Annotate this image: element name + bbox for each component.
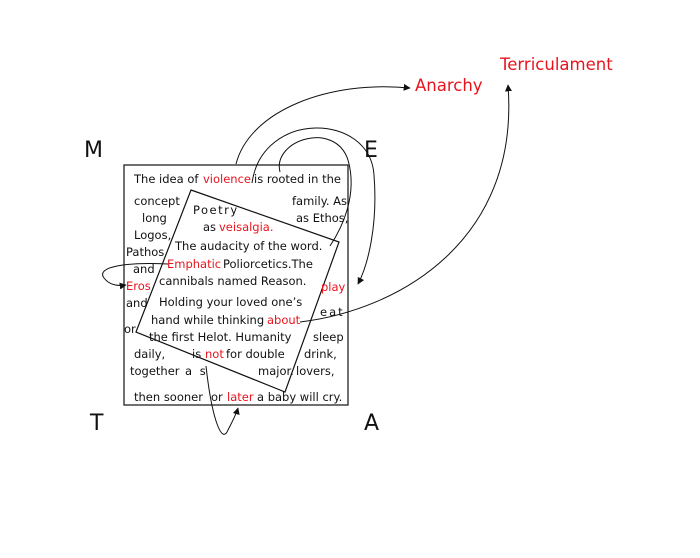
word: as bbox=[203, 220, 217, 234]
word: The audacity of the word. bbox=[175, 239, 323, 253]
word: Poliorcetics.The bbox=[223, 257, 313, 271]
word: The idea of bbox=[134, 172, 199, 186]
word: cannibals named Reason. bbox=[159, 274, 307, 288]
word-highlight: Eros bbox=[126, 279, 151, 293]
word: lovers, bbox=[296, 364, 335, 378]
word: major. bbox=[258, 364, 294, 378]
word: family. As bbox=[292, 194, 348, 208]
word: as Ethos, bbox=[296, 211, 349, 225]
word: is bbox=[192, 347, 202, 361]
corner-letter-m: M bbox=[84, 138, 103, 163]
corner-letter-a: A bbox=[364, 411, 380, 436]
arrow-emphatic-to-eros bbox=[102, 263, 169, 290]
label-anarchy: Anarchy bbox=[415, 76, 483, 95]
word: eat bbox=[320, 305, 345, 319]
word: sleep bbox=[313, 330, 344, 344]
word: the first Helot. Humanity bbox=[149, 330, 292, 344]
word: Logos, bbox=[134, 228, 172, 242]
word: Holding your loved one’s bbox=[159, 295, 303, 309]
curve-rooted-loop bbox=[278, 137, 352, 247]
word-highlight: Emphatic bbox=[167, 257, 222, 271]
corner-letter-e: E bbox=[364, 138, 378, 163]
word: together bbox=[130, 364, 180, 378]
word: a baby will cry. bbox=[257, 390, 343, 404]
word-highlight: violence bbox=[203, 172, 251, 186]
word: Pathos bbox=[126, 245, 165, 259]
word: or bbox=[211, 390, 223, 404]
word: Poetry bbox=[193, 203, 239, 217]
word-highlight: about bbox=[267, 313, 301, 327]
word: is rooted in the bbox=[254, 172, 341, 186]
word: a s bbox=[185, 364, 208, 378]
arrow-about-to-terriculament bbox=[299, 84, 512, 323]
word: drink, bbox=[304, 347, 337, 361]
word-highlight: veisalgia. bbox=[219, 220, 274, 234]
arrow-violence-to-anarchy bbox=[235, 83, 411, 165]
word: long bbox=[142, 211, 167, 225]
word: for double bbox=[226, 347, 285, 361]
arrow-is-to-later bbox=[205, 365, 240, 435]
word: and bbox=[126, 296, 148, 310]
label-terriculament: Terriculament bbox=[500, 55, 613, 74]
word: daily, bbox=[134, 347, 166, 361]
arrow-rooted-to-play bbox=[251, 127, 376, 285]
word: then sooner bbox=[134, 390, 203, 404]
word: concept bbox=[134, 194, 180, 208]
word: and bbox=[133, 262, 155, 276]
word-highlight: later bbox=[227, 390, 254, 404]
word-highlight: play bbox=[321, 280, 346, 294]
word: hand while thinking bbox=[151, 313, 265, 327]
word-highlight: not bbox=[205, 347, 224, 361]
word: or bbox=[124, 322, 136, 336]
rotated-text-box bbox=[135, 189, 340, 393]
corner-letter-t: T bbox=[90, 411, 104, 436]
